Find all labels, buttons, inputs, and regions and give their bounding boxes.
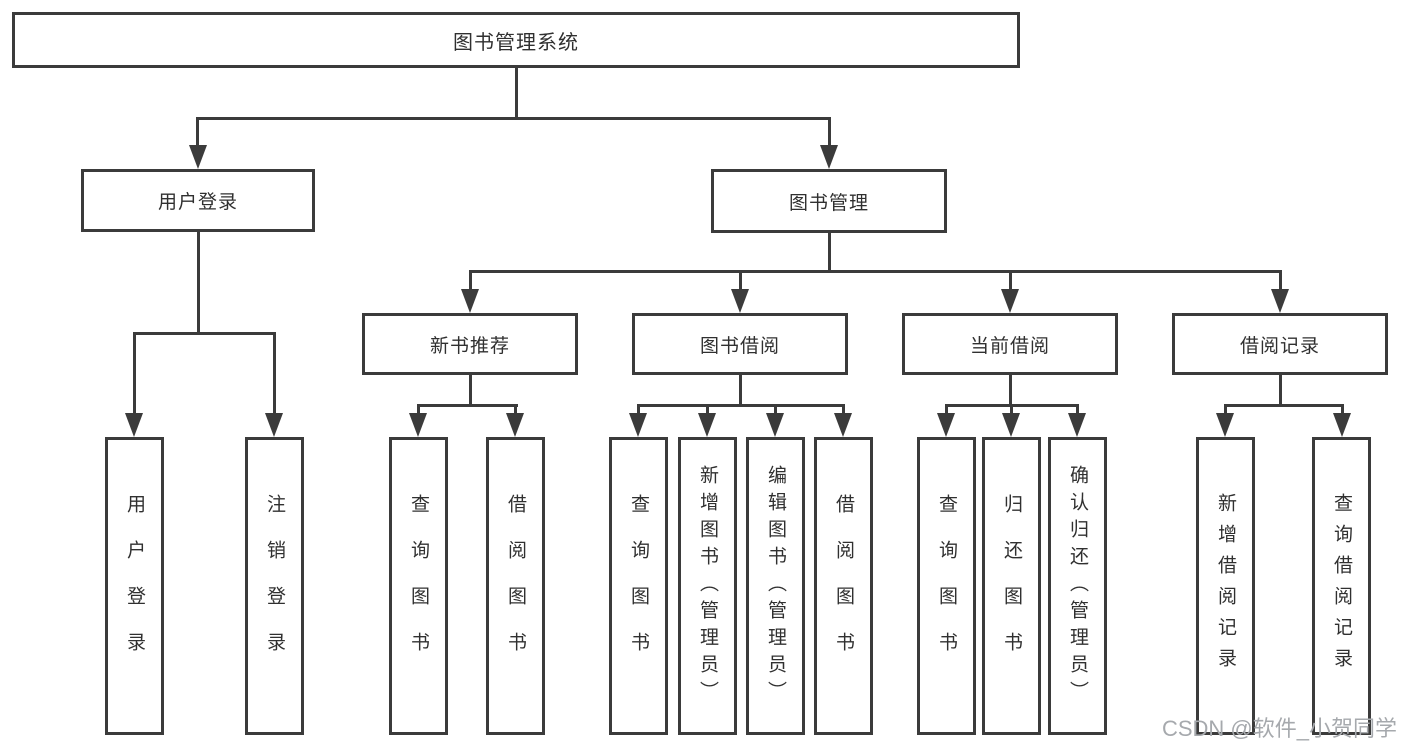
leaf-cb-return-book: 归还图书 [982, 437, 1041, 735]
connector-h [196, 117, 831, 120]
leaf-bb-add-book-admin: 新增图书（管理员） [678, 437, 737, 735]
connector-v [133, 332, 136, 415]
connector-v [197, 232, 200, 335]
arrow-down-icon [731, 289, 749, 313]
leaf-bb-borrow-book: 借阅图书 [814, 437, 873, 735]
connector-v [945, 404, 948, 415]
node-label: 图书借阅 [699, 335, 780, 357]
connector-v [842, 404, 845, 415]
node-label: 查询图书 [936, 494, 957, 678]
connector-v [739, 375, 742, 407]
arrow-down-icon [265, 413, 283, 437]
leaf-user-login: 用户登录 [105, 437, 164, 735]
connector-h [417, 404, 518, 407]
node-label: 新增借阅记录 [1215, 493, 1236, 679]
node-label: 查询借阅记录 [1331, 493, 1352, 679]
connector-v [828, 233, 831, 273]
arrow-down-icon [1068, 413, 1086, 437]
arrow-down-icon [1271, 289, 1289, 313]
node-label: 借阅记录 [1239, 335, 1320, 357]
connector-v [273, 332, 276, 415]
connector-h [1224, 404, 1344, 407]
node-label: 编辑图书（管理员） [765, 464, 786, 708]
node-label: 新书推荐 [429, 335, 510, 357]
node-label: 查询图书 [628, 494, 649, 678]
arrow-down-icon [937, 413, 955, 437]
arrow-down-icon [820, 145, 838, 169]
connector-h [469, 270, 1282, 273]
connector-v [1009, 270, 1012, 291]
connector-v [469, 375, 472, 407]
connector-v [1009, 375, 1012, 407]
node-label: 注销登录 [264, 494, 285, 678]
node-label: 借阅图书 [833, 494, 854, 678]
arrow-down-icon [629, 413, 647, 437]
node-user-login: 用户登录 [81, 169, 315, 232]
node-label: 新增图书（管理员） [697, 464, 718, 708]
connector-v [1224, 404, 1227, 415]
arrow-down-icon [1001, 289, 1019, 313]
leaf-br-query-record: 查询借阅记录 [1312, 437, 1371, 735]
node-label: 图书管理 [788, 192, 869, 214]
node-label: 借阅图书 [505, 494, 526, 678]
arrow-down-icon [834, 413, 852, 437]
arrow-down-icon [409, 413, 427, 437]
arrow-down-icon [1333, 413, 1351, 437]
connector-v [828, 117, 831, 147]
connector-v [1279, 270, 1282, 291]
arrow-down-icon [506, 413, 524, 437]
arrow-down-icon [766, 413, 784, 437]
node-current-borrowing: 当前借阅 [902, 313, 1118, 375]
node-borrowing-records: 借阅记录 [1172, 313, 1388, 375]
arrow-down-icon [461, 289, 479, 313]
arrow-down-icon [189, 145, 207, 169]
leaf-cb-query-book: 查询图书 [917, 437, 976, 735]
node-library-system: 图书管理系统 [12, 12, 1020, 68]
connector-v [1279, 375, 1282, 407]
connector-v [417, 404, 420, 415]
connector-h [133, 332, 276, 335]
connector-v [706, 404, 709, 415]
connector-v [1010, 404, 1013, 415]
leaf-rec-query-book: 查询图书 [389, 437, 448, 735]
node-label: 用户登录 [124, 494, 145, 678]
node-label: 查询图书 [408, 494, 429, 678]
leaf-br-add-record: 新增借阅记录 [1196, 437, 1255, 735]
arrow-down-icon [125, 413, 143, 437]
arrow-down-icon [698, 413, 716, 437]
node-book-management: 图书管理 [711, 169, 947, 233]
node-label: 图书管理系统 [453, 31, 579, 54]
leaf-logout: 注销登录 [245, 437, 304, 735]
connector-v [637, 404, 640, 415]
connector-v [739, 270, 742, 291]
connector-h [637, 404, 845, 407]
arrow-down-icon [1002, 413, 1020, 437]
connector-v [1341, 404, 1344, 415]
connector-v [774, 404, 777, 415]
node-label: 归还图书 [1001, 494, 1022, 678]
connector-v [514, 404, 517, 415]
connector-v [196, 117, 199, 147]
node-label: 用户登录 [157, 192, 238, 213]
leaf-cb-confirm-return-admin: 确认归还（管理员） [1048, 437, 1107, 735]
node-book-borrowing: 图书借阅 [632, 313, 848, 375]
node-label: 确认归还（管理员） [1067, 464, 1088, 708]
connector-v [515, 68, 518, 120]
csdn-watermark: CSDN @软件_小贺同学 [1161, 716, 1397, 741]
node-new-book-recommend: 新书推荐 [362, 313, 578, 375]
arrow-down-icon [1216, 413, 1234, 437]
connector-v [1076, 404, 1079, 415]
leaf-bb-query-book: 查询图书 [609, 437, 668, 735]
node-label: 当前借阅 [969, 335, 1050, 357]
leaf-rec-borrow-book: 借阅图书 [486, 437, 545, 735]
connector-v [469, 270, 472, 291]
leaf-bb-edit-book-admin: 编辑图书（管理员） [746, 437, 805, 735]
